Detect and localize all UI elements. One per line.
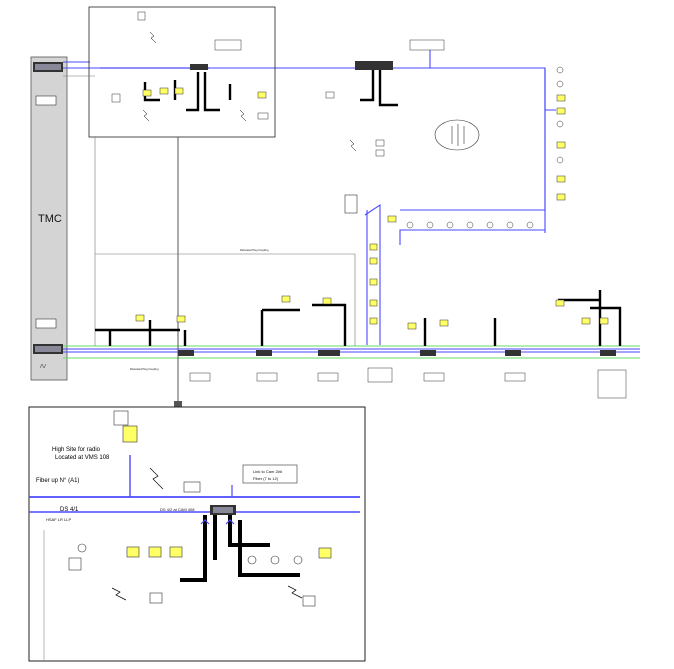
fiber-label: Fiber up N° (A1) (36, 478, 79, 484)
link-box (242, 464, 298, 484)
top-zoom-box (88, 6, 276, 138)
node-cluster-upper (325, 39, 445, 157)
link-line2: Fiber (7 to 12) (253, 476, 279, 481)
tmc-label: TMC (38, 213, 62, 225)
zoom-connector (174, 137, 182, 407)
gray-routing (63, 75, 356, 346)
link-line1: Link to Cam 2## (253, 469, 283, 474)
secondary-line (63, 345, 640, 359)
device-row-middle (344, 194, 534, 229)
relocated-note-2: Relocated Plug Coupling (130, 367, 159, 371)
fiber-backbone (63, 50, 640, 353)
device-column-left (369, 243, 378, 325)
cloud-icon (434, 119, 480, 151)
bottom-line-clusters (95, 290, 627, 399)
ds-center-label: DS 4/2 at CAM 408 (160, 507, 195, 512)
high-site-line1: High Site for radio (52, 447, 101, 453)
ds-left-sub: HSAF LR LLP (46, 517, 71, 522)
right-column-devices (556, 66, 566, 201)
relocated-note-1: Relocated Plug Coupling (240, 248, 269, 252)
high-site-line2: Located at VMS 108 (55, 455, 110, 461)
lower-inset: High Site for radio Located at VMS 108 F… (28, 406, 366, 662)
ds-left-label: DS 4/1 (60, 507, 79, 513)
tmc-panel: TMC (30, 56, 68, 381)
